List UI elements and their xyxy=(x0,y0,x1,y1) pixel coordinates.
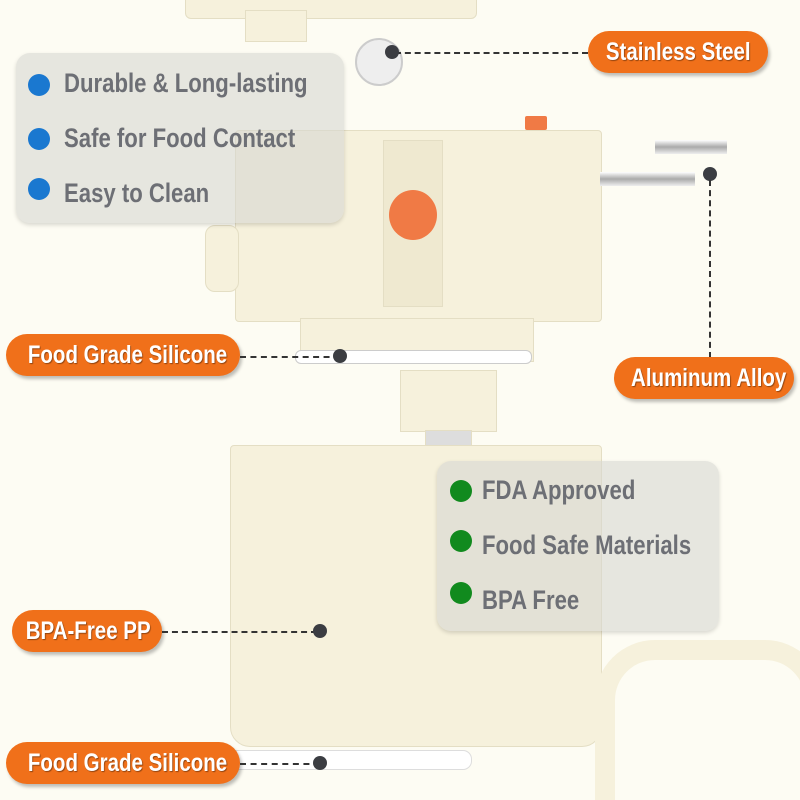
stainless-steel-text: Stainless Steel xyxy=(605,38,751,66)
green-bullet-icon xyxy=(450,582,472,604)
features-panel-left xyxy=(16,53,344,223)
feature-food-contact: Safe for Food Contact xyxy=(64,123,296,153)
food-grade-silicone-top-text: Food Grade Silicone xyxy=(27,341,228,369)
feature-food-safe: Food Safe Materials xyxy=(482,530,692,560)
bpa-free-pp-text: BPA-Free PP xyxy=(25,617,151,645)
blue-bullet-icon xyxy=(28,178,50,200)
green-bullet-icon xyxy=(450,480,472,502)
feature-easy-clean: Easy to Clean xyxy=(64,178,210,208)
bpa-free-pp-marker xyxy=(313,624,327,638)
stainless-steel-marker xyxy=(385,45,399,59)
top-bracket xyxy=(245,10,307,42)
orange-top-button xyxy=(525,116,547,130)
aluminum-alloy-text: Aluminum Alloy xyxy=(631,364,787,392)
aluminum-alloy-leader xyxy=(709,180,711,358)
container-handle xyxy=(595,640,800,800)
stainless-steel-leader xyxy=(395,52,588,54)
green-bullet-icon xyxy=(450,530,472,552)
food-grade-silicone-bottom-marker xyxy=(313,756,327,770)
bpa-free-pp-label: BPA-Free PP xyxy=(12,610,162,652)
bpa-free-pp-leader xyxy=(162,631,317,633)
orange-button xyxy=(389,190,437,240)
feature-bpa-free: BPA Free xyxy=(482,585,580,615)
food-grade-silicone-bottom-label: Food Grade Silicone xyxy=(6,742,240,784)
feature-fda-approved: FDA Approved xyxy=(482,475,636,505)
shaft-collar xyxy=(400,370,497,432)
aluminum-alloy-marker xyxy=(703,167,717,181)
food-grade-silicone-bottom-text: Food Grade Silicone xyxy=(27,749,228,777)
aluminum-alloy-label: Aluminum Alloy xyxy=(614,357,794,399)
side-knob xyxy=(205,225,239,292)
top-frame xyxy=(185,0,477,19)
silicone-ring-bottom xyxy=(225,750,472,770)
blue-bullet-icon xyxy=(28,74,50,96)
food-grade-silicone-bottom-leader xyxy=(240,763,320,765)
food-grade-silicone-top-marker xyxy=(333,349,347,363)
features-panel-right xyxy=(437,461,719,631)
aluminum-handle-cap xyxy=(655,140,727,154)
aluminum-handle xyxy=(600,172,695,186)
blue-bullet-icon xyxy=(28,128,50,150)
stainless-steel-label: Stainless Steel xyxy=(588,31,768,73)
feature-durable: Durable & Long-lasting xyxy=(64,68,308,98)
food-grade-silicone-top-leader xyxy=(240,356,340,358)
food-grade-silicone-top-label: Food Grade Silicone xyxy=(6,334,240,376)
